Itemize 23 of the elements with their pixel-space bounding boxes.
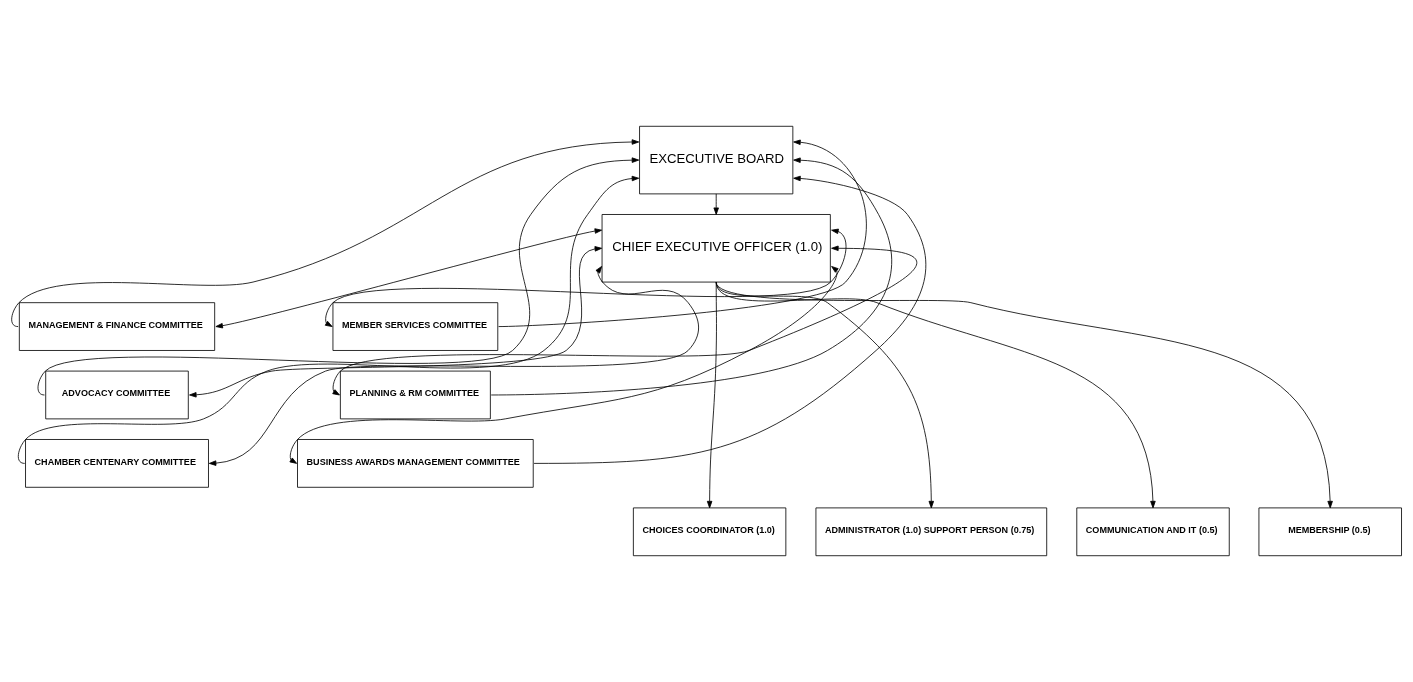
arrow: [713, 193, 719, 215]
node-box: MANAGEMENT & FINANCE COMMITTEE: [18, 302, 216, 351]
arrow: [715, 281, 1333, 509]
arrow: [215, 228, 603, 329]
node-box: ADMINISTRATOR (1.0) SUPPORT PERSON (0.75): [815, 507, 1048, 557]
arrow: [533, 175, 927, 464]
node-box: PLANNING & RM COMMITTEE: [339, 370, 491, 420]
arrow: [490, 157, 892, 396]
arrow: [189, 246, 603, 398]
node-box: EXCECUTIVE BOARD: [639, 125, 794, 195]
arrow: [498, 139, 867, 327]
node-box: COMMUNICATION AND IT (0.5): [1076, 507, 1230, 557]
arrow: [324, 228, 847, 327]
node-box: CHAMBER CENTENARY COMMITTEE: [25, 439, 209, 488]
node-box: MEMBERSHIP (0.5): [1258, 507, 1402, 557]
arrow: [289, 266, 839, 464]
node-box: CHIEF EXECUTIVE OFFICER (1.0): [601, 214, 831, 283]
node-box: ADVOCACY COMMITTEE: [45, 370, 189, 420]
arrow: [332, 245, 917, 396]
arrow: [208, 266, 699, 466]
node-box: CHOICES COORDINATOR (1.0): [632, 507, 787, 557]
node-box: MEMBER SERVICES COMMITTEE: [332, 302, 499, 351]
node-box: BUSINESS AWARDS MANAGEMENT COMMITTEE: [297, 439, 534, 488]
